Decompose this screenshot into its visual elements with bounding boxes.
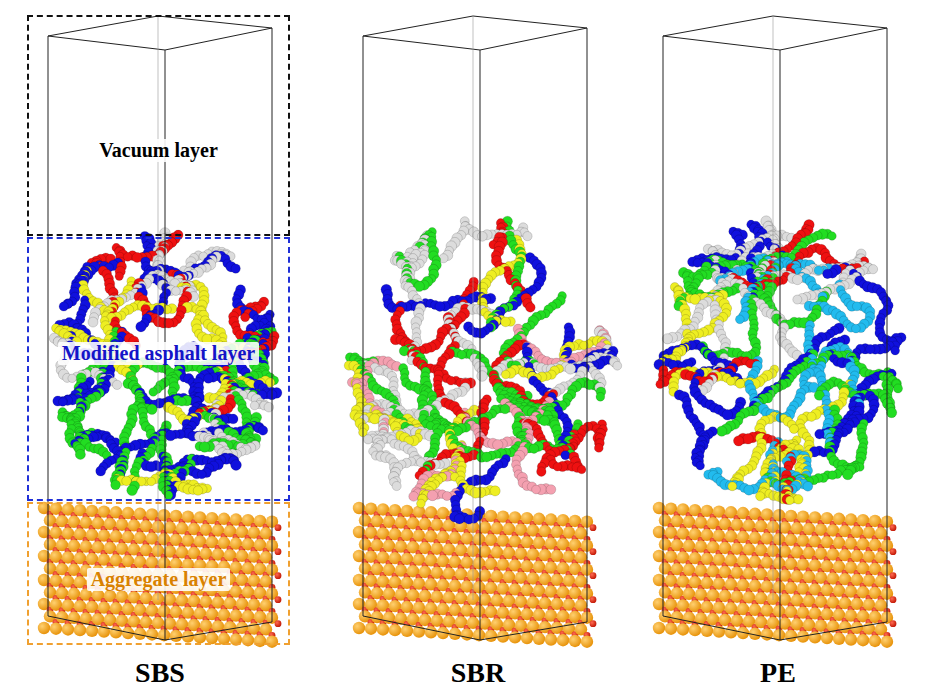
aggregate-spheres <box>353 502 597 648</box>
aggregate-atom <box>590 524 597 531</box>
aggregate-atom <box>590 572 597 579</box>
aggregate-atom <box>590 548 597 555</box>
simulation-cell <box>344 16 621 648</box>
aggregate-atom <box>590 596 597 603</box>
aggregate-atom <box>590 620 597 627</box>
